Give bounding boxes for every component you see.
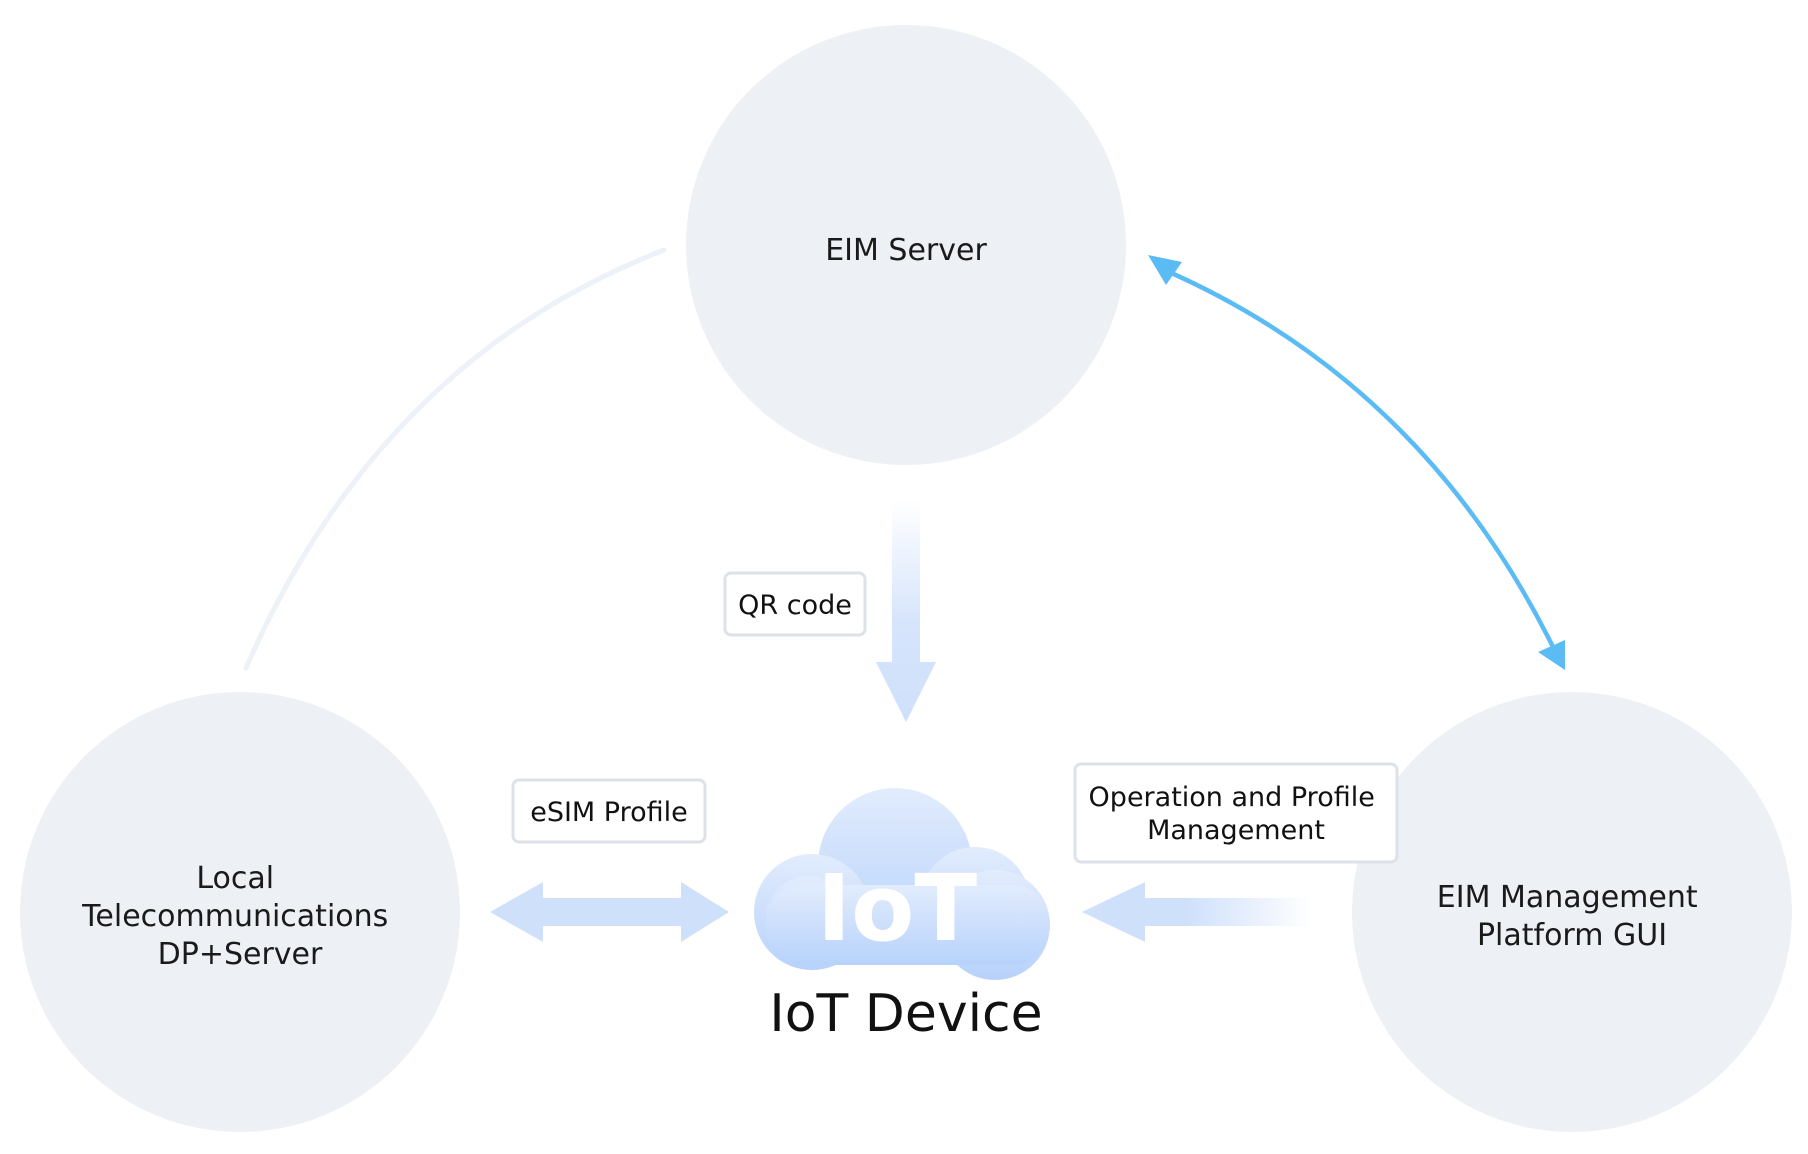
tag-operation-text: Operation and Profile Management [1089, 782, 1384, 846]
tag-esim-profile-text: eSIM Profile [530, 797, 688, 828]
node-eim-platform [1352, 692, 1792, 1132]
local-telecom-label: Local Telecommunications DP+Server [81, 861, 398, 972]
tag-esim-profile [511, 778, 707, 844]
iot-icon-text: IoT [817, 855, 977, 962]
connector-arc-local-to-server [243, 247, 667, 671]
connector-arc-server-to-platform [1157, 265, 1555, 648]
arrowhead-to-platform-icon [1538, 640, 1565, 670]
cloud-icon [754, 788, 1050, 980]
node-eim-server [686, 25, 1126, 465]
arrow-local-device-bidirectional [490, 882, 729, 942]
eim-platform-label: EIM Management Platform GUI [1437, 880, 1707, 953]
arrowhead-to-server-icon [1148, 255, 1182, 285]
eim-server-label: EIM Server [825, 233, 987, 268]
tag-operation [1073, 762, 1399, 864]
iot-device-label: IoT Device [769, 984, 1042, 1044]
node-local-telecom [20, 692, 460, 1132]
tag-qr-code-text: QR code [738, 590, 852, 621]
arrow-server-to-device [876, 500, 936, 722]
tag-qr-code [723, 571, 867, 637]
arrow-platform-to-device [1082, 882, 1312, 942]
